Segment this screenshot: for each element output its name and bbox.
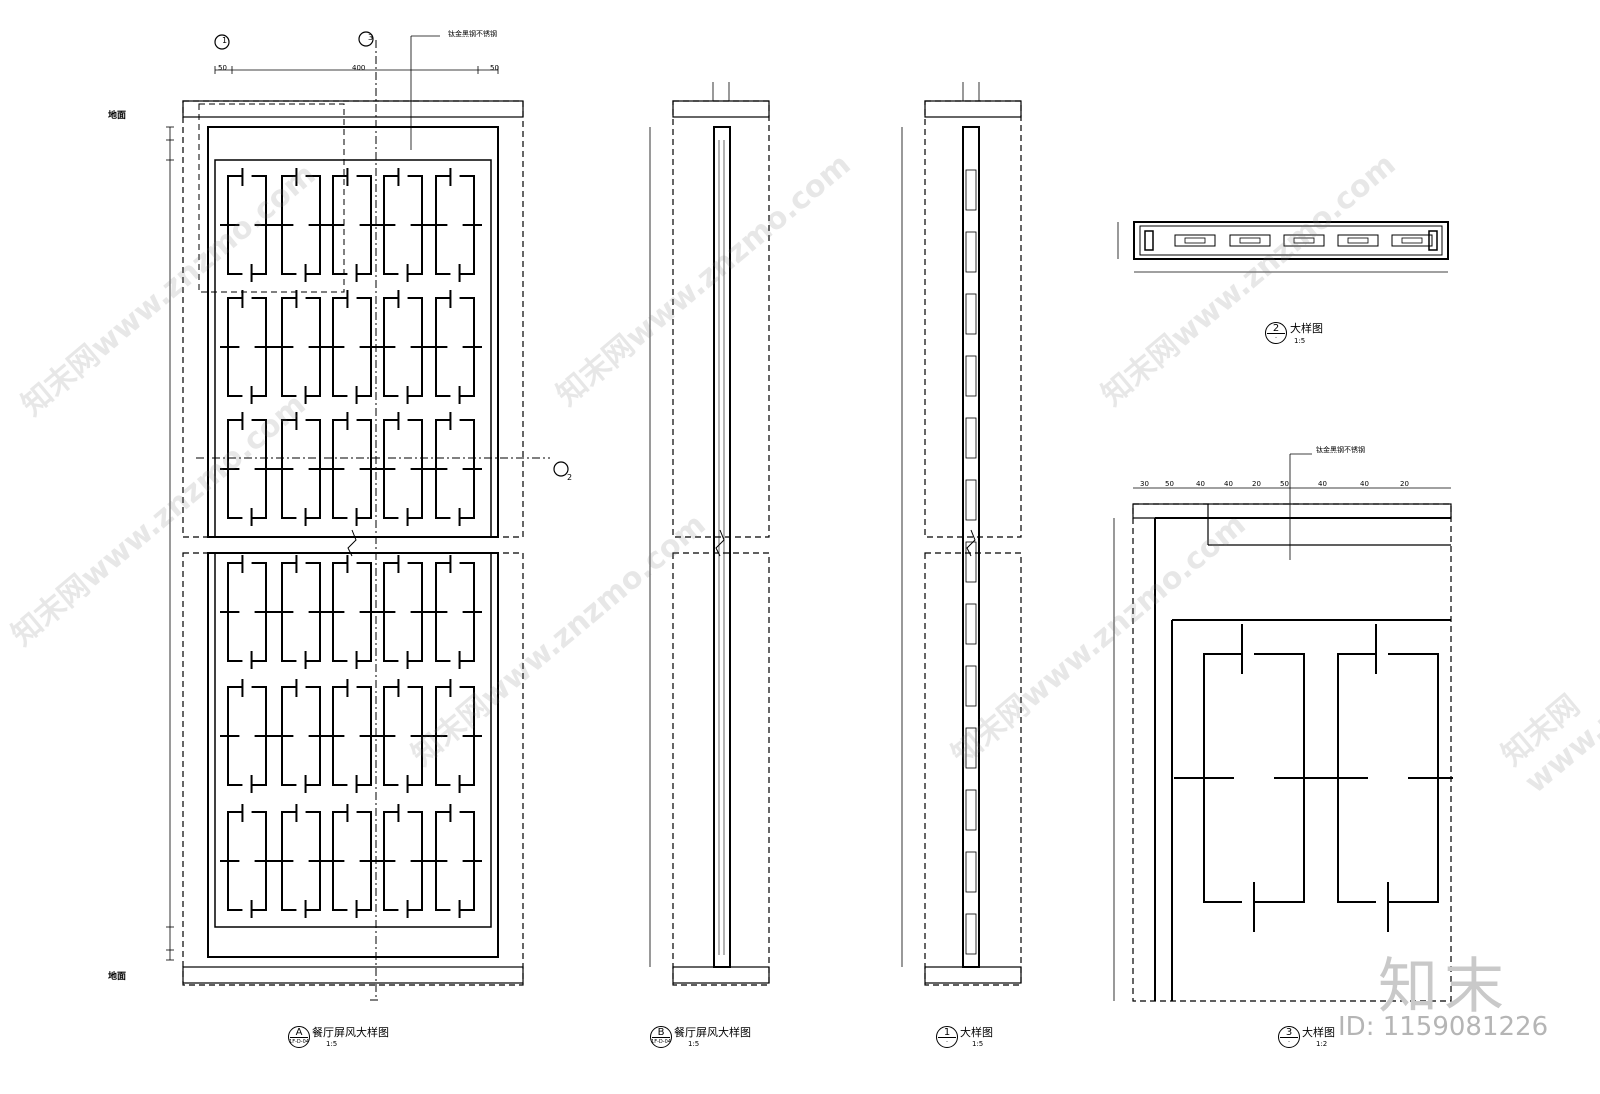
elevation-a-upper-dash (182, 100, 524, 538)
dim-d3-3: 40 (1224, 480, 1233, 488)
section-1-bar (965, 293, 977, 335)
image-id-label: ID: 1159081226 (1338, 1012, 1549, 1042)
dim-d3-1: 50 (1165, 480, 1174, 488)
plan-2-inner (1139, 225, 1443, 256)
plan-2-end (1144, 230, 1154, 251)
view-scale-3: 1:2 (1316, 1040, 1328, 1048)
dim-d3-5: 50 (1280, 480, 1289, 488)
brand-logo: 知末 (1378, 952, 1510, 1022)
frame-a-upper-inner (214, 159, 492, 538)
plan-2-end (1428, 230, 1438, 251)
level-mark-top: 地面 (108, 111, 127, 121)
section-circle (358, 31, 374, 47)
break-mark (347, 529, 357, 557)
view-scale-1: 1:5 (972, 1040, 984, 1048)
dim-d3-0: 30 (1140, 480, 1149, 488)
frame-a-lower-inner (214, 552, 492, 928)
section-1-bar (965, 665, 977, 707)
view-scale-a: 1:5 (326, 1040, 338, 1048)
section-circle (214, 34, 230, 50)
view-title-2: 大样图 (1290, 322, 1323, 335)
section-b-lower-dash (672, 552, 770, 986)
break-mark (966, 529, 976, 557)
frame-a-upper-outer (207, 126, 499, 538)
section-1-bar (965, 913, 977, 955)
section-b-base (672, 966, 770, 984)
frame-a-lower-outer (207, 552, 499, 958)
dim-top-left: 50 (218, 64, 227, 72)
dim-d3-6: 40 (1318, 480, 1327, 488)
section-1-lower-dash (924, 552, 1022, 986)
section-marker-top-left: 1 (222, 36, 228, 45)
view-scale-2: 1:5 (1294, 337, 1306, 345)
dim-d3-7: 40 (1360, 480, 1369, 488)
material-callout-b: 钛金黑钢不锈钢 (1316, 446, 1365, 454)
dim-top-right: 50 (490, 64, 499, 72)
plan-2-node-core (1239, 237, 1261, 244)
view-title-1: 大样图 (960, 1026, 993, 1039)
plan-2-node (1283, 234, 1325, 247)
plan-2-node-core (1347, 237, 1369, 244)
section-1-base (924, 966, 1022, 984)
view-marker-3: 3- (1278, 1026, 1300, 1048)
section-marker-right: 2 (567, 473, 573, 482)
section-1-bar (965, 603, 977, 645)
view-marker-2: 2- (1265, 322, 1287, 344)
plan-2-node-core (1184, 237, 1206, 244)
plan-2-node (1174, 234, 1216, 247)
detail-3-dash (1132, 503, 1452, 1002)
plan-2-node (1337, 234, 1379, 247)
section-1-upper-dash (924, 100, 1022, 538)
elevation-a-base (182, 966, 524, 984)
dim-d3-2: 40 (1196, 480, 1205, 488)
view-title-b: 餐厅屏风大样图 (674, 1026, 751, 1039)
plan-2-node (1391, 234, 1433, 247)
section-1-panel (962, 126, 980, 968)
section-1-bar (965, 479, 977, 521)
section-1-bar (965, 727, 977, 769)
view-title-a: 餐厅屏风大样图 (312, 1026, 389, 1039)
section-b-upper-dash (672, 100, 770, 538)
section-b-panel (713, 126, 731, 968)
section-1-bar (965, 231, 977, 273)
view-scale-b: 1:5 (688, 1040, 700, 1048)
section-1-cap (924, 100, 1022, 118)
dim-d3-4: 20 (1252, 480, 1261, 488)
plan-2-node (1229, 234, 1271, 247)
plan-2-node-core (1293, 237, 1315, 244)
plan-2-outer (1133, 221, 1449, 260)
section-1-bar (965, 169, 977, 211)
level-mark-bottom: 地面 (108, 972, 127, 982)
dim-d3-8: 20 (1400, 480, 1409, 488)
section-1-bar (965, 541, 977, 583)
detail-3-cap (1132, 503, 1452, 519)
elevation-a-lower-dash (182, 552, 524, 986)
section-1-bar (965, 789, 977, 831)
section-marker-top-right: 3 (368, 33, 374, 42)
elevation-a-cap (182, 100, 524, 118)
section-1-bar (965, 355, 977, 397)
view-title-3: 大样图 (1302, 1026, 1335, 1039)
plan-2-node-core (1401, 237, 1423, 244)
section-1-bar (965, 417, 977, 459)
material-callout-a: 钛金黑钢不锈钢 (448, 30, 497, 38)
section-circle (553, 461, 569, 477)
dim-top-mid: 400 (352, 64, 366, 72)
detail3-callout-box (198, 103, 345, 293)
section-b-cap (672, 100, 770, 118)
view-marker-1: 1- (936, 1026, 958, 1048)
break-mark (715, 529, 725, 557)
section-1-bar (965, 851, 977, 893)
